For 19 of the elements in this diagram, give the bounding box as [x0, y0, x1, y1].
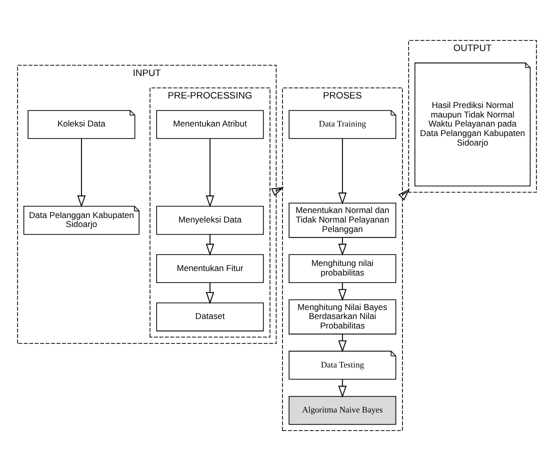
arrow	[338, 138, 347, 205]
node-box: Menghitung nilai probabilitas	[288, 254, 396, 284]
node-box: Menghitung Nilai Bayes Berdasarkan Nilai Probabilitas	[288, 299, 396, 334]
node-box: Menentukan Atribut	[156, 110, 264, 139]
arrow	[206, 282, 214, 304]
arrow	[338, 237, 347, 256]
arrow	[271, 187, 284, 196]
node-box: Algoritma Naive Bayes	[288, 396, 396, 425]
arrow	[206, 138, 214, 208]
arrow	[338, 334, 347, 352]
node-box: Menyeleksi Data	[156, 206, 264, 235]
node-box: Dataset	[156, 302, 264, 332]
node-box: Menentukan Normal dan Tidak Normal Pelayanan Pelanggan	[288, 202, 396, 238]
arrow	[77, 138, 86, 208]
arrow	[206, 234, 214, 256]
arrow	[398, 189, 410, 200]
node-box: Menentukan Fitur	[156, 254, 264, 284]
arrow	[338, 282, 347, 302]
arrow	[338, 378, 347, 398]
